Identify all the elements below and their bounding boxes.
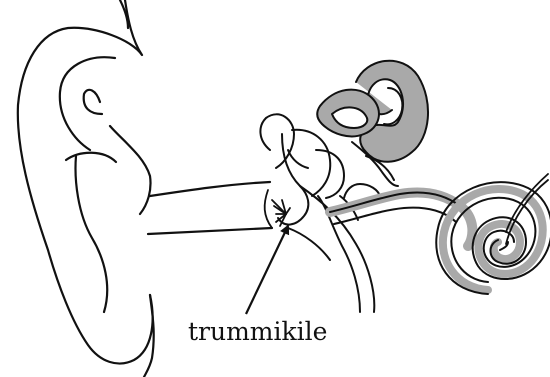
eardrum-label: trummikile — [188, 319, 327, 344]
ear-canal — [148, 182, 272, 234]
outer-ear — [18, 0, 154, 377]
eardrum — [265, 190, 290, 228]
label-arrow — [246, 226, 288, 314]
inner-ear — [317, 61, 550, 294]
